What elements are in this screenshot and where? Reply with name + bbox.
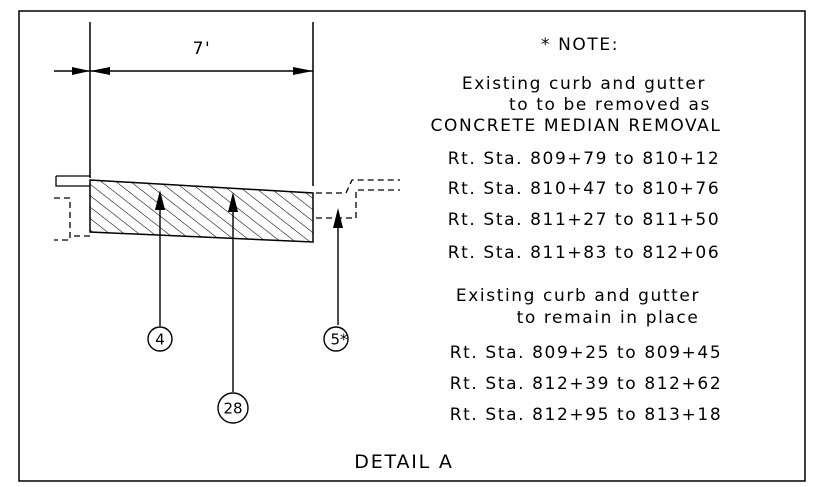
note-heading: * NOTE: bbox=[541, 35, 619, 55]
leaders bbox=[159, 196, 339, 392]
remain-station-1: Rt. Sta. 809+25 to 809+45 bbox=[450, 343, 723, 363]
remain-header-line-1: Existing curb and gutter bbox=[456, 286, 700, 306]
sheet-border bbox=[18, 10, 806, 482]
remain-station-2: Rt. Sta. 812+39 to 812+62 bbox=[450, 374, 723, 394]
remain-station-3: Rt. Sta. 812+95 to 813+18 bbox=[450, 405, 723, 425]
dimension-7ft bbox=[54, 22, 314, 186]
callout-4: 4 bbox=[147, 326, 173, 352]
remain-header-line-2: to remain in place bbox=[517, 308, 700, 328]
existing-curb-left bbox=[54, 175, 90, 241]
removed-header-line-1: Existing curb and gutter bbox=[462, 74, 706, 94]
removed-station-3: Rt. Sta. 811+27 to 811+50 bbox=[448, 210, 721, 230]
callout-28-label: 28 bbox=[223, 400, 242, 418]
callout-5-label: 5* bbox=[330, 331, 348, 349]
removed-header-line-2: to to be removed as bbox=[509, 95, 711, 115]
callout-4-label: 4 bbox=[155, 331, 165, 349]
removed-station-1: Rt. Sta. 809+79 to 810+12 bbox=[448, 149, 721, 169]
callout-5: 5* bbox=[323, 326, 349, 352]
callout-28: 28 bbox=[217, 392, 249, 424]
existing-curb-right bbox=[316, 179, 400, 219]
removed-station-2: Rt. Sta. 810+47 to 810+76 bbox=[448, 179, 721, 199]
removed-station-4: Rt. Sta. 811+83 to 812+06 bbox=[448, 243, 721, 263]
leader-arrows bbox=[155, 190, 343, 228]
detail-title: DETAIL A bbox=[354, 451, 453, 473]
median-slab bbox=[89, 179, 314, 243]
dimension-label: 7' bbox=[193, 39, 212, 59]
removed-header-line-3: CONCRETE MEDIAN REMOVAL bbox=[431, 116, 722, 136]
